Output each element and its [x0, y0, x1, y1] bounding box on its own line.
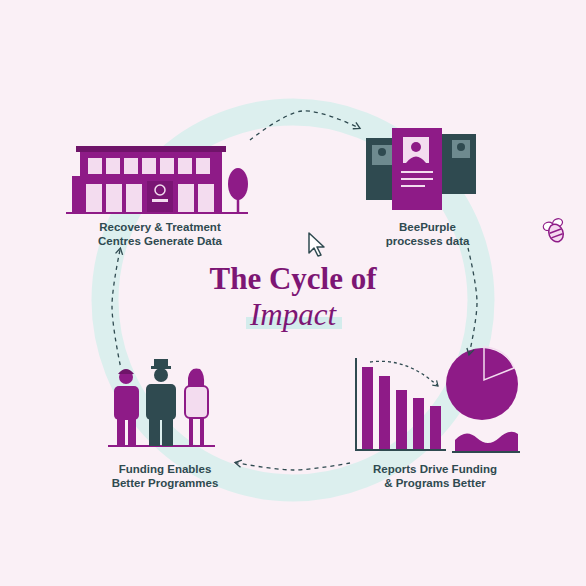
- cycle-arrow: [112, 248, 120, 365]
- report-charts-part: [396, 390, 407, 450]
- people-group-part: [119, 370, 133, 384]
- bee-icon-part: [546, 222, 565, 244]
- clinic-building-part: [106, 158, 120, 174]
- bee-icon: [542, 217, 568, 245]
- people-group-part: [149, 418, 160, 446]
- clinic-building-part: [178, 158, 192, 174]
- report-charts-part: [455, 432, 518, 452]
- document-stack-part: [401, 185, 425, 187]
- document-stack-part: [378, 148, 386, 156]
- document-stack-part: [452, 140, 470, 158]
- clinic-building-part: [152, 199, 168, 202]
- clinic-building-part: [86, 184, 102, 213]
- report-charts-part: [413, 398, 424, 450]
- stage-caption: BeePurple processes data: [380, 220, 475, 248]
- people-group-part: [188, 368, 204, 386]
- report-charts-part: [452, 451, 520, 453]
- people-group-part: [128, 418, 136, 446]
- cycle-arrow: [235, 463, 350, 471]
- document-stack-part: [406, 157, 426, 164]
- stage-caption: Recovery & Treatment Centres Generate Da…: [93, 220, 228, 248]
- document-stack-part: [392, 128, 442, 210]
- document-stack-part: [457, 143, 465, 151]
- people-group-part: [154, 359, 168, 367]
- cursor-pointer-part: [309, 233, 324, 256]
- people-group-part: [191, 418, 202, 446]
- clinic-building-part: [198, 184, 214, 213]
- document-stack-part: [372, 145, 392, 165]
- report-charts-part: [379, 376, 390, 450]
- cycle-stage: Recovery & Treatment Centres Generate Da…: [70, 140, 250, 248]
- people-group-part: [114, 386, 139, 420]
- report-charts-part: [484, 347, 514, 380]
- clinic-building-part: [106, 184, 122, 213]
- cycle-ring: [105, 112, 481, 488]
- clinic-building-part: [66, 212, 248, 214]
- report-charts-part: [356, 358, 446, 450]
- clinic-building-part: [76, 146, 226, 152]
- clinic-building: [66, 146, 248, 213]
- document-stack-part: [401, 171, 433, 173]
- cycle-stage: Funding Enables Better Programmes: [95, 365, 235, 490]
- cycle-stage: BeePurple processes data: [360, 122, 495, 248]
- diagram-title: The Cycle of Impact: [188, 261, 398, 333]
- people-group: [108, 359, 215, 446]
- clinic-building-part: [88, 158, 102, 174]
- clinic-building-part: [124, 158, 138, 174]
- clinic-building-part: [80, 150, 222, 213]
- bee-icon-part: [550, 229, 563, 238]
- document-stack: [366, 128, 476, 210]
- clinic-building-part: [160, 158, 174, 174]
- people-group-part: [117, 418, 125, 446]
- people-group-part: [162, 418, 173, 446]
- report-charts-part: [362, 367, 373, 450]
- cycle-arrow: [250, 111, 360, 140]
- cycle-stage: Reports Drive Funding & Programs Better: [350, 355, 520, 490]
- people-group-part: [154, 368, 168, 382]
- report-charts-part: [446, 348, 518, 420]
- report-charts: [356, 347, 520, 452]
- document-stack-part: [411, 142, 421, 152]
- cycle-arrow: [468, 248, 477, 355]
- stage-caption: Reports Drive Funding & Programs Better: [370, 462, 500, 490]
- clinic-building-part: [196, 158, 210, 174]
- cursor-pointer: [309, 233, 324, 256]
- people-group-part: [185, 386, 208, 418]
- clinic-building-part: [142, 158, 156, 174]
- clinic-building-part: [147, 181, 173, 213]
- people-group-part: [118, 369, 134, 374]
- clinic-building-part: [126, 184, 142, 213]
- clinic-building-part: [155, 185, 165, 195]
- people-group-part: [146, 384, 176, 420]
- document-stack-part: [403, 137, 429, 163]
- clinic-building-part: [237, 192, 240, 213]
- report-charts-part: [370, 361, 438, 386]
- document-stack-part: [440, 134, 476, 194]
- report-charts-part: [430, 406, 441, 450]
- stage-caption: Funding Enables Better Programmes: [109, 462, 221, 490]
- clinic-building-part: [178, 184, 194, 213]
- document-stack-part: [401, 178, 433, 180]
